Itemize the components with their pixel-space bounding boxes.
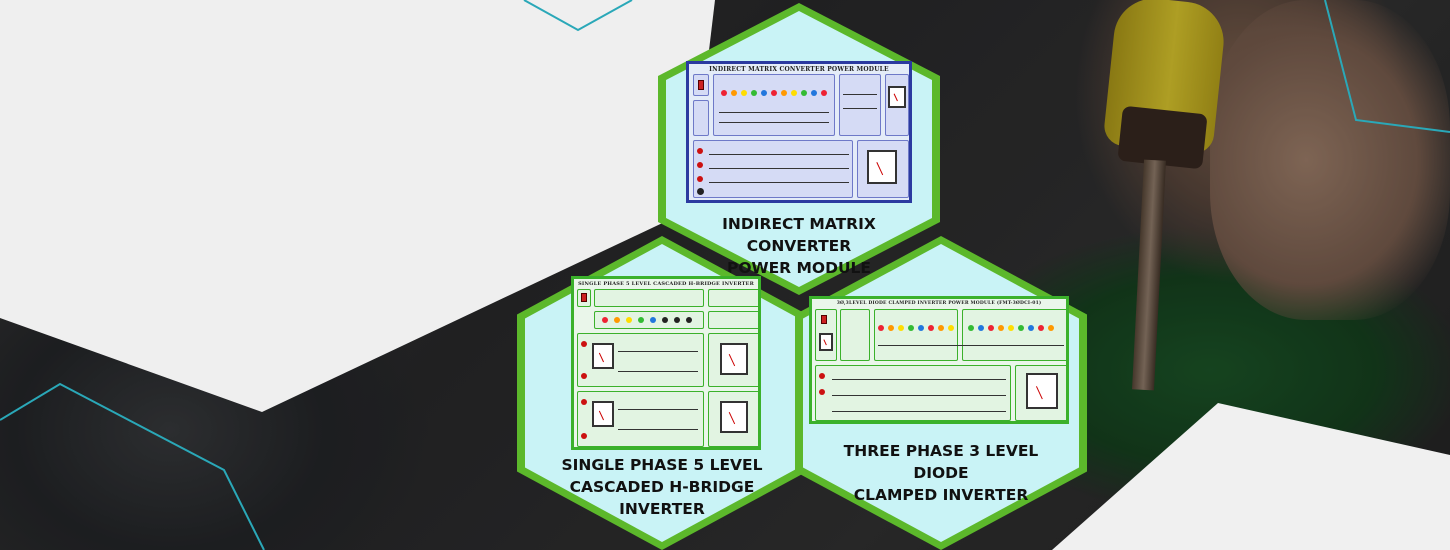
module-card-diode-clamped[interactable]: 3Ø,3LEVEL DIODE CLAMPED INVERTER POWER M… xyxy=(795,236,1087,550)
module-title: SINGLE PHASE 5 LEVEL CASCADED H-BRIDGE I… xyxy=(561,456,763,518)
hand-image xyxy=(1210,0,1450,320)
module-card-cascaded-h-bridge[interactable]: SINGLE PHASE 5 LEVEL CASCADED H-BRIDGE I… xyxy=(517,236,807,550)
module-title: THREE PHASE 3 LEVEL DIODE CLAMPED INVERT… xyxy=(843,442,1039,504)
module-card-indirect-matrix[interactable]: INDIRECT MATRIX CONVERTER POWER MODULE xyxy=(658,3,940,295)
module-title: INDIRECT MATRIX CONVERTER POWER MODULE xyxy=(722,215,876,277)
module-image-diode-clamped: 3Ø,3LEVEL DIODE CLAMPED INVERTER POWER M… xyxy=(809,296,1069,424)
module-image-indirect-matrix: INDIRECT MATRIX CONVERTER POWER MODULE xyxy=(686,61,912,203)
module-image-cascaded-h-bridge: SINGLE PHASE 5 LEVEL CASCADED H-BRIDGE I… xyxy=(571,276,761,450)
